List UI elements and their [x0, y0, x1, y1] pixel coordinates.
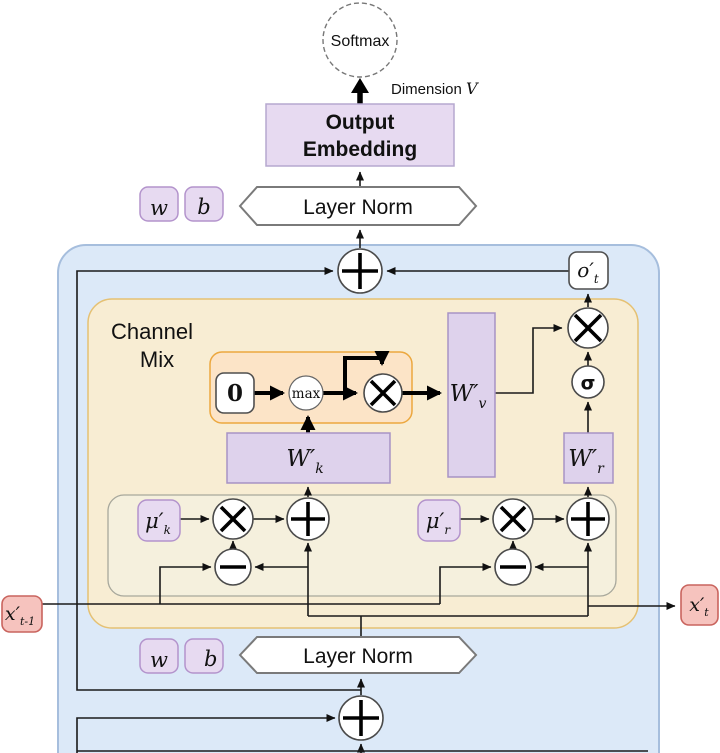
wv-label: W′v [450, 381, 487, 412]
layer-norm-top: Layer Norm [238, 186, 478, 226]
mu-k-label: μ′k [145, 509, 171, 537]
lerp-add-r-icon [566, 497, 610, 541]
residual-add-top-icon [337, 248, 383, 294]
zero-box: 0 [215, 372, 255, 414]
mu-r-box: μ′r [417, 499, 461, 542]
weight-param-top: w [139, 186, 179, 222]
dimension-label: Dimension V [391, 79, 479, 98]
weight-param-bottom: w [139, 638, 179, 674]
lerp-subtract-r-icon [494, 548, 532, 586]
weight-param-bottom-label: w [150, 648, 168, 672]
x-prev-label: x′t-1 [5, 603, 35, 628]
wk-matrix-box: W′k [226, 432, 391, 484]
x-prev-box: x′t-1 [1, 595, 43, 633]
wk-label: W′k [286, 446, 323, 477]
x-prev-riser-k [159, 563, 212, 604]
wv-to-mult-line [495, 324, 563, 394]
mu-r-label: μ′r [426, 509, 451, 537]
channel-mix-label-line2: Mix [140, 347, 174, 372]
lerp-multiply-r-icon [492, 498, 534, 540]
zero-label: 0 [227, 380, 243, 407]
wr-matrix-box: W′r [563, 432, 614, 484]
x-prev-riser-r [439, 563, 492, 604]
sigmoid-label: σ [581, 372, 596, 394]
bias-param-top-label: b [197, 195, 210, 219]
lerp-multiply-k-icon [212, 498, 254, 540]
square-loop-arrow [343, 351, 390, 391]
output-token-label: o′t [577, 258, 599, 286]
relu-squared-flow [254, 351, 442, 433]
bias-param-bottom-label: b [204, 647, 217, 671]
lerp-container [107, 494, 617, 597]
layer-norm-bottom: Layer Norm [238, 636, 478, 674]
output-embedding-box: Output Embedding [265, 103, 455, 167]
x-curr-label: x′t [689, 594, 709, 619]
softmax-label: Softmax [331, 33, 390, 50]
output-embedding-line2: Embedding [303, 138, 417, 161]
lerp-add-k-icon [286, 497, 330, 541]
square-multiply-icon [363, 373, 403, 413]
bias-param-top: b [184, 186, 224, 222]
max-label: max [292, 386, 321, 402]
residual-skip-line [76, 267, 361, 691]
connections [42, 171, 676, 753]
lerp-subtract-k-icon [214, 548, 252, 586]
layer-norm-bottom-label: Layer Norm [303, 645, 413, 668]
bottom-left-input-line [76, 714, 336, 753]
mu-k-box: μ′k [137, 499, 181, 542]
output-embedding-line1: Output [326, 111, 395, 134]
wv-matrix-box: W′v [447, 312, 496, 478]
weight-param-top-label: w [150, 196, 168, 220]
max-node: max [288, 375, 324, 411]
output-token-box: o′t [568, 251, 609, 290]
residual-add-bottom-icon [338, 695, 384, 741]
receptance-multiply-icon [567, 307, 609, 349]
sigmoid-icon: σ [571, 365, 605, 399]
bias-param-bottom: b [184, 638, 224, 674]
x-curr-box: x′t [680, 584, 719, 626]
layer-norm-top-label: Layer Norm [303, 196, 413, 219]
embedding-to-softmax-arrow [351, 78, 369, 104]
softmax-node: Softmax [322, 2, 398, 78]
channel-mix-label-line1: Channel [111, 319, 193, 344]
wr-label: W′r [568, 446, 605, 477]
